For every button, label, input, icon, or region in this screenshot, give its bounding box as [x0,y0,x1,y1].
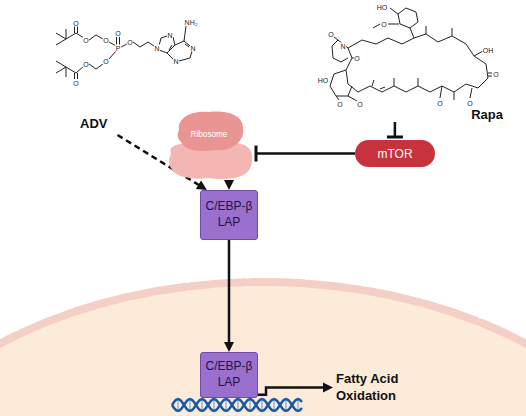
node-text: ADV [80,116,107,131]
node-text: mTOR [377,147,412,161]
dna-rung [214,399,215,411]
dna-rung [250,399,251,411]
node-text: Fatty Acid Oxidation [336,371,405,405]
connector-line [394,122,397,137]
activation-connector [224,180,234,190]
inhibition-connector [387,122,403,137]
atom-label: O [83,61,89,68]
atom-label: O [83,37,89,44]
protein-box: C/EBP-β LAP [200,190,258,240]
dna-rung [298,399,299,411]
node-text: C/EBP-β LAP [205,359,253,390]
dna-strand [172,399,302,411]
atom-label: O [127,39,133,46]
nuclear-membrane [0,282,526,416]
atom-label: NH₂ [184,19,198,26]
atom-label: O [437,100,443,107]
connector-line [228,240,231,344]
arrowhead [224,180,234,190]
dna-rung [226,399,227,411]
node-text: Rapa [471,107,503,122]
atom-label: O [328,31,334,38]
dna-rung [202,399,203,411]
atom-label: N [167,32,173,39]
atom-label: O [337,101,343,108]
ribosome-outline [165,108,253,180]
protein-box: C/EBP-β LAP [200,352,258,398]
node-text: Ribosome [165,130,253,139]
nucleus-body [0,282,526,416]
atom-label: O [357,101,363,108]
dna-rung [286,399,287,411]
rapa-structure [330,8,492,101]
dna-rung [274,399,275,411]
connector-line [256,152,355,155]
activation-connector [258,383,333,395]
atom-label: P [115,45,121,52]
atom-label: HO [376,4,388,11]
atom-label: N [340,43,346,50]
atom-label: OH [482,47,494,54]
outcome-label: Fatty Acid Oxidation [333,368,405,407]
ribosome-shape: Ribosome [165,108,253,180]
atom-label: N [154,45,160,52]
dna-strand [172,399,302,411]
atom-label: O [73,20,79,27]
activation-connector [224,240,234,352]
atom-label: O [467,100,473,107]
drug-adv: ADV [50,8,200,135]
dna-rung [190,399,191,411]
adv-bonds [56,26,192,79]
dna-rung [262,399,263,411]
atom-label: N [190,45,196,52]
kinase-pill: mTOR [355,140,435,167]
atom-label: O [354,55,360,62]
dna-rung [238,399,239,411]
inhibition-connector [256,146,355,162]
atom-label: O [103,37,109,44]
connector-line [258,388,325,395]
dna-helix [172,399,302,411]
atom-label: O [493,71,499,78]
atom-label: N [173,58,179,65]
dna-rung [178,399,179,411]
node-text: C/EBP-β LAP [205,199,253,230]
nucleus [0,282,526,416]
atom-label: O [381,21,387,28]
atom-label: O [73,80,79,87]
adv-structure [56,26,192,79]
atom-label: HO [317,77,329,84]
atom-label: O [103,58,109,65]
rapa-bonds [330,8,492,101]
connector-line [228,180,231,182]
atom-label: O [115,30,121,37]
